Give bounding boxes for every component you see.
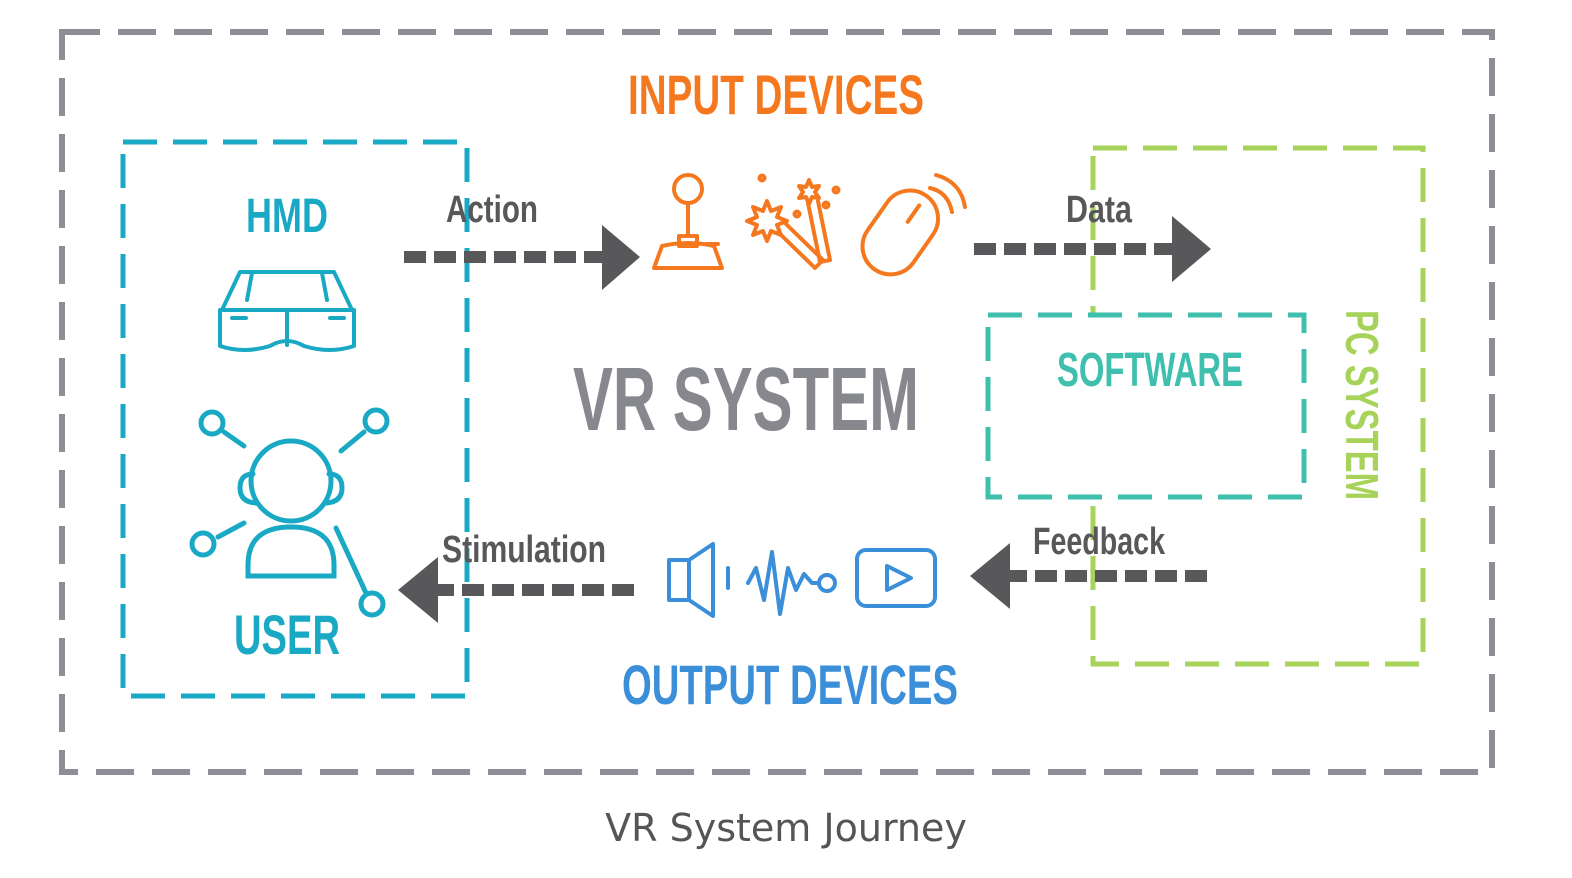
input-devices-title: INPUT DEVICES: [628, 63, 924, 126]
speaker-icon: [667, 542, 730, 618]
user-network-icon: [189, 407, 390, 618]
video-play-icon: [855, 548, 937, 608]
stimulation-arrow: [398, 557, 634, 623]
software-box: [985, 312, 1307, 500]
pc-system-label: PC SYSTEM: [1336, 310, 1388, 500]
software-label: SOFTWARE: [1057, 344, 1243, 397]
data-label: Data: [1066, 189, 1133, 231]
user-label: USER: [234, 603, 340, 666]
hmd-label: HMD: [246, 190, 328, 243]
sound-wave-icon: [746, 550, 837, 616]
vr-system-title: VR SYSTEM: [573, 350, 919, 450]
output-devices-title: OUTPUT DEVICES: [622, 653, 958, 716]
mouse-icon: [860, 173, 967, 277]
stimulation-label: Stimulation: [442, 529, 606, 571]
magic-wand-icon: [745, 173, 841, 270]
diagram-caption: VR System Journey: [605, 806, 967, 850]
joystick-icon: [652, 173, 724, 270]
feedback-label: Feedback: [1033, 521, 1166, 563]
vr-headset-icon: [218, 270, 356, 352]
vr-system-frame: [59, 29, 1495, 775]
data-arrow: [974, 216, 1211, 282]
feedback-arrow: [970, 543, 1207, 609]
action-label: Action: [446, 189, 538, 231]
user-box: [120, 139, 470, 699]
action-arrow: [404, 225, 640, 290]
